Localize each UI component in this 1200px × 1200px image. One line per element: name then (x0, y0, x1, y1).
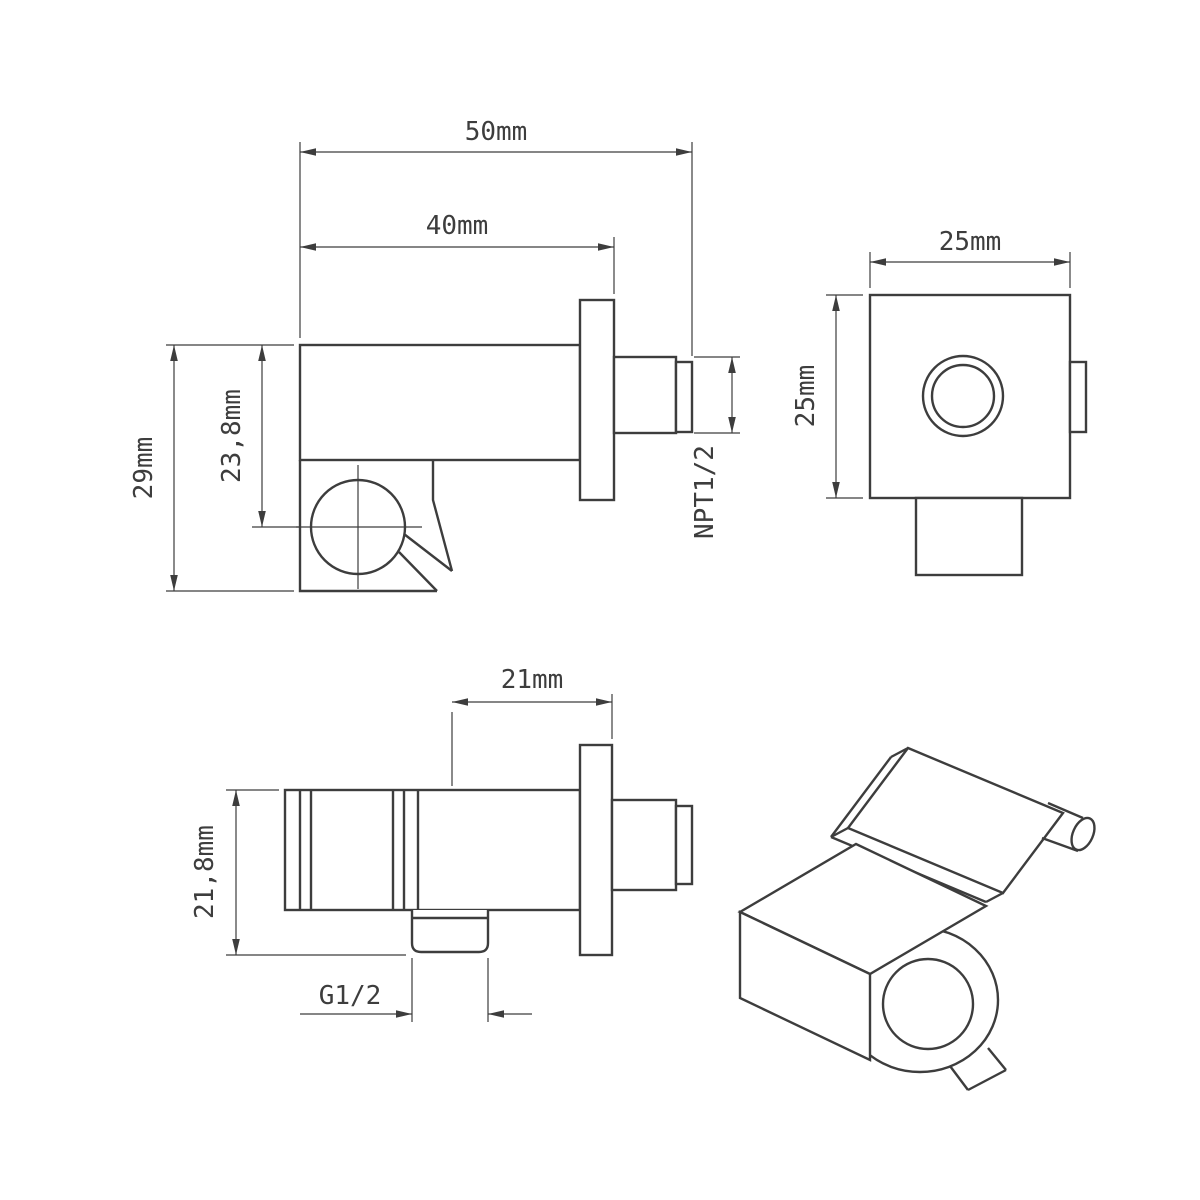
bottom-spigot-tip (674, 804, 694, 886)
bottom-view: 21mm 21,8mm G1/2 (190, 665, 694, 1022)
iso-plate-thickness-edge (985, 891, 1004, 904)
side-holder-right-edge (431, 460, 454, 572)
dim-overall-length-label: 50mm (465, 117, 528, 147)
iso-plate-thickness-edge (830, 756, 892, 838)
iso-inlet-stub-edge (1041, 836, 1079, 853)
dim-height: 25mm (791, 295, 840, 498)
iso-inlet-stub-edge (1047, 801, 1084, 820)
front-outlet-inner (930, 363, 996, 429)
side-holder-slot-wall (403, 533, 453, 572)
bottom-outlet (410, 910, 490, 954)
dim-body-length: 40mm (300, 211, 614, 251)
bottom-wall-flange (578, 743, 614, 957)
side-view: 50mm 40mm 29mm 23,8mm NPT1/2 (129, 117, 740, 593)
dim-spigot-offset-label: 21mm (501, 665, 564, 695)
dim-overall-depth-label: 21,8mm (190, 825, 220, 919)
dim-width-label: 25mm (939, 227, 1002, 257)
iso-cradle-notch-edge (987, 1047, 1007, 1071)
side-spigot (612, 355, 678, 435)
inlet-thread-label: NPT1/2 (690, 445, 720, 539)
bottom-body-outline (283, 788, 582, 912)
dim-height-label: 25mm (791, 365, 821, 428)
dim-overall-length: 50mm (300, 117, 692, 156)
dim-holder-center-height-label: 23,8mm (217, 389, 247, 483)
side-holder-slot-wall (398, 551, 438, 592)
front-view: 25mm 25mm (791, 227, 1088, 577)
isometric-view (737, 746, 1096, 1092)
dim-overall-height-label: 29mm (129, 437, 159, 500)
front-side-tab (1068, 360, 1088, 434)
side-body-outline (298, 343, 582, 462)
iso-plate-thickness-edge (890, 746, 909, 759)
front-holder-outline (914, 496, 1024, 577)
dim-holder-center-height: 23,8mm (217, 345, 266, 527)
iso-cradle-socket (881, 957, 975, 1051)
outlet-thread-label: G1/2 (319, 981, 382, 1011)
dim-overall-depth: 21,8mm (190, 790, 240, 955)
front-body-outline (868, 293, 1072, 500)
side-spigot-tip (674, 360, 694, 434)
dim-outlet-thread: G1/2 (300, 981, 532, 1018)
front-outlet-outer (921, 354, 1005, 438)
dim-overall-height: 29mm (129, 345, 178, 591)
iso-body-front-face (738, 910, 872, 1062)
bottom-spigot (610, 798, 678, 892)
dim-body-length-label: 40mm (426, 211, 489, 241)
side-holder-outline (298, 460, 437, 593)
side-wall-flange (578, 298, 616, 502)
iso-cradle-notch-edge (967, 1068, 1007, 1092)
dim-width: 25mm (870, 227, 1070, 266)
iso-plate-thickness-edge (830, 826, 849, 839)
dim-spigot-offset: 21mm (452, 665, 612, 706)
iso-cradle-notch-edge (949, 1065, 969, 1091)
dim-inlet-thread: NPT1/2 (690, 357, 736, 539)
iso-inlet-stub-face (1070, 816, 1096, 852)
